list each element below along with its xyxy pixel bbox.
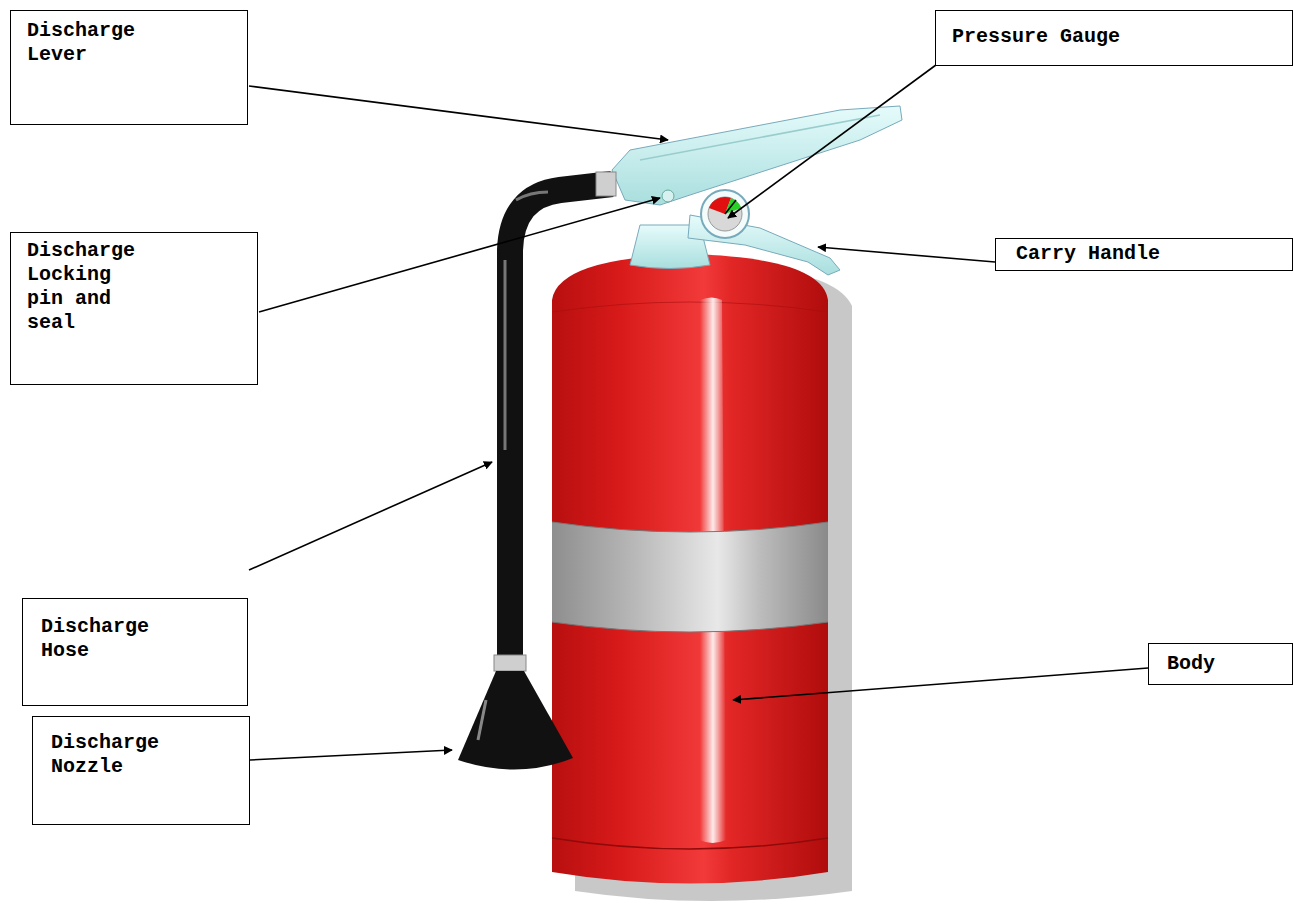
leader-lines bbox=[249, 62, 1148, 760]
discharge-lever bbox=[612, 106, 902, 205]
base-ring bbox=[552, 838, 828, 849]
label-box: Body bbox=[1148, 643, 1293, 685]
hose-coupling bbox=[596, 172, 616, 196]
part-label: Discharge Hose bbox=[41, 615, 171, 663]
lever-ridge bbox=[640, 115, 880, 160]
silver-band bbox=[552, 522, 828, 632]
gauge-green-zone bbox=[725, 198, 741, 214]
part-label: Carry Handle bbox=[1016, 242, 1266, 266]
hose-highlight bbox=[504, 260, 507, 450]
label-box: Discharge Lever bbox=[10, 10, 248, 125]
leader-line bbox=[249, 462, 492, 570]
leader-line bbox=[259, 198, 660, 312]
label-box: Pressure Gauge bbox=[935, 10, 1293, 66]
discharge-nozzle bbox=[458, 671, 573, 770]
cylinder-body bbox=[552, 254, 828, 884]
band-edge bbox=[552, 522, 828, 532]
label-box: Carry Handle bbox=[995, 238, 1293, 271]
part-label: Body bbox=[1167, 652, 1267, 676]
part-label: Discharge Nozzle bbox=[51, 731, 181, 779]
label-box: Discharge Locking pin and seal bbox=[10, 232, 258, 385]
leader-line bbox=[733, 668, 1148, 700]
leader-line bbox=[250, 750, 452, 760]
locking-pin bbox=[662, 190, 674, 202]
leader-line bbox=[818, 247, 995, 262]
hose-highlight bbox=[516, 192, 548, 200]
leader-line bbox=[249, 86, 668, 140]
nozzle-highlight bbox=[478, 700, 486, 740]
pressure-gauge bbox=[701, 190, 749, 238]
leader-line bbox=[728, 62, 940, 218]
part-label: Discharge Locking pin and seal bbox=[27, 239, 152, 335]
gauge-face bbox=[708, 197, 742, 231]
nozzle-collar bbox=[494, 655, 526, 671]
label-box: Discharge Hose bbox=[22, 598, 248, 706]
discharge-hose bbox=[510, 184, 612, 665]
part-label: Discharge Lever bbox=[27, 19, 157, 67]
band-edge bbox=[552, 622, 828, 632]
label-box: Discharge Nozzle bbox=[32, 716, 250, 825]
shoulder-line bbox=[552, 302, 828, 312]
part-label: Pressure Gauge bbox=[952, 25, 1252, 49]
gauge-needle bbox=[725, 200, 736, 214]
